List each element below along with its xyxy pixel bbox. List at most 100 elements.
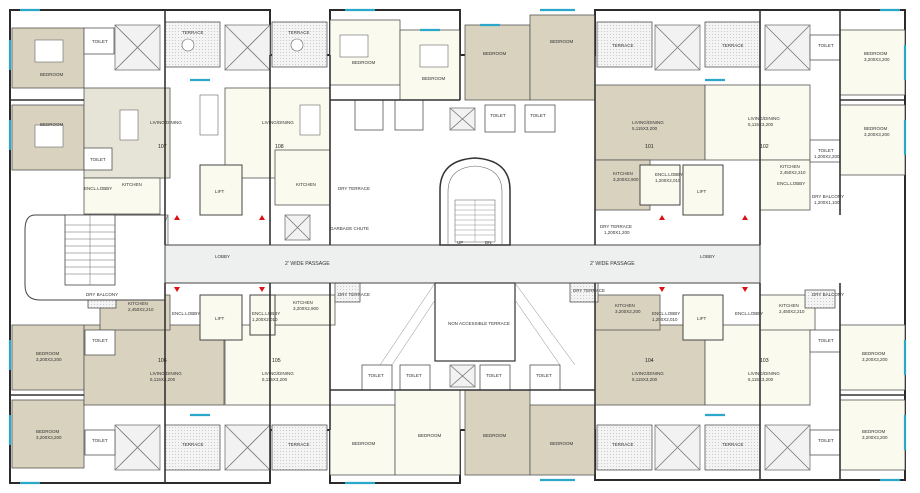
unit-number-103: 103 (760, 358, 769, 364)
toilet-label-10: TOILET (406, 373, 422, 378)
dry-balcony-label-2: DRY BALCONY (812, 292, 844, 297)
enc-lobby-label-7: ENCL.LOBBY (84, 186, 112, 191)
terrace-label-6: TERRACE (288, 442, 310, 447)
living-101 (594, 84, 706, 161)
bedroom-101a (464, 24, 531, 101)
lobby-label-left: LOBBY (215, 254, 230, 259)
terrace-label-2: TERRACE (288, 30, 310, 35)
toilet-label-6: TOILET (818, 148, 834, 153)
bedroom-104a (464, 389, 531, 476)
kitchen-size-103: 2,450X2,210 (779, 309, 805, 314)
passage-label-right: 2' WIDE PASSAGE (590, 261, 635, 267)
kitchen-107 (83, 177, 161, 215)
bedroom-label-105a: BEDROOM (352, 441, 376, 446)
living-label-102: LIVING/DINING (748, 116, 780, 121)
kitchen-size-105: 3,200X2,900 (293, 306, 319, 311)
living-size-102: 5,115X3,200 (748, 122, 774, 127)
bedroom-label-107a: BEDROOM (40, 72, 64, 77)
kitchen-label-103: KITCHEN (779, 303, 799, 308)
text-layer: 107 108 101 102 106 105 104 103 2' WIDE … (36, 30, 890, 447)
living-size-101: 5,115X3,200 (632, 126, 658, 131)
enc-lobby-label-3: ENCL.LOBBY (252, 311, 280, 316)
bedroom-label-106a: BEDROOM (36, 351, 60, 356)
toilet-size-6: 1,200X2,200 (814, 154, 840, 159)
bedroom-105b (394, 389, 461, 476)
toilet-label-8: TOILET (92, 438, 108, 443)
living-label-106: LIVING/DINING (150, 371, 182, 376)
bedroom-size-102a: 3,200X3,200 (864, 57, 890, 62)
unit-number-108: 108 (275, 144, 284, 150)
enc-lobby-size-1: 1,200X2,010 (655, 178, 681, 183)
dry-terrace-label-4: DRY TERRACE (573, 288, 605, 293)
bedroom-label-101a: BEDROOM (483, 51, 507, 56)
terrace-label-4: TERRACE (722, 43, 744, 48)
kitchen-105 (274, 294, 336, 326)
kitchen-label-102: KITCHEN (780, 164, 800, 169)
toilet-label-12: TOILET (536, 373, 552, 378)
kitchen-size-101: 3,200X2,900 (613, 177, 639, 182)
bedroom-102b (839, 104, 906, 176)
dry-terrace-label-3: DRY TERRACE (338, 292, 370, 297)
living-size-106: 5,115X3,200 (150, 377, 176, 382)
bedroom-label-102b: BEDROOM (864, 126, 888, 131)
bedroom-label-108a: BEDROOM (352, 60, 376, 65)
left-stair (65, 215, 115, 285)
living-size-105: 5,115X3,200 (262, 377, 288, 382)
bedroom-101b (529, 14, 596, 101)
terrace-label-5: TERRACE (182, 442, 204, 447)
enc-lobby-label-6: ENCL.LOBBY (735, 311, 763, 316)
lift-label-3: LIFT (215, 316, 225, 321)
lobby-label-right: LOBBY (700, 254, 715, 259)
enc-lobby-label-5: ENCL.LOBBY (652, 311, 680, 316)
non-accessible-terrace (379, 282, 576, 366)
toilet-label-1: TOILET (92, 39, 108, 44)
terrace-label-3: TERRACE (612, 43, 634, 48)
corridor (24, 214, 761, 301)
bedroom-label-108b: BEDROOM (422, 76, 446, 81)
unit-number-102: 102 (760, 144, 769, 150)
bedroom-label-104b: BEDROOM (550, 441, 574, 446)
kitchen-label-106: KITCHEN (128, 301, 148, 306)
bedroom-label-103b: BEDROOM (862, 429, 886, 434)
bedroom-label-102a: BEDROOM (864, 51, 888, 56)
enc-lobby-label-1: ENCL.LOBBY (655, 172, 683, 177)
kitchen-size-106: 2,450X2,210 (128, 307, 154, 312)
toilet-label-13: TOILET (818, 338, 834, 343)
kitchen-108 (274, 149, 331, 206)
toilet-label-7: TOILET (92, 338, 108, 343)
living-size-104: 5,115X3,200 (632, 377, 658, 382)
lift-label-4: LIFT (697, 316, 707, 321)
passage-label-left: 2' WIDE PASSAGE (285, 261, 330, 267)
toilet-label-4: TOILET (530, 113, 546, 118)
living-size-103: 5,115X3,200 (748, 377, 774, 382)
unit-number-104: 104 (645, 358, 654, 364)
kitchen-label-107: KITCHEN (122, 182, 142, 187)
kitchen-size-102: 2,450X2,210 (780, 170, 806, 175)
living-label-105: LIVING/DINING (262, 371, 294, 376)
living-label-107: LIVING/DINING (150, 120, 182, 125)
toilet-label-3: TOILET (490, 113, 506, 118)
unit-number-106: 106 (158, 358, 167, 364)
toilet-label-5: TOILET (818, 43, 834, 48)
dry-balcony-label-1: DRY BALCONY (812, 194, 844, 199)
enc-lobby-label-2: ENCL.LOBBY (777, 181, 805, 186)
living-label-103: LIVING/DINING (748, 371, 780, 376)
kitchen-label-105: KITCHEN (293, 300, 313, 305)
toilet-107b (83, 147, 113, 171)
toilet-107a (83, 27, 115, 55)
bedroom-size-103b: 3,200X3,200 (862, 435, 888, 440)
dry-balcony-label-3: DRY BALCONY (86, 292, 118, 297)
bedroom-size-103a: 3,200X3,200 (862, 357, 888, 362)
terrace-label-7: TERRACE (612, 442, 634, 447)
toilet-label-11: TOILET (486, 373, 502, 378)
bedroom-106a (11, 324, 85, 391)
kitchen-label-104: KITCHEN (615, 303, 635, 308)
garbage-chute-label: GARBAGE CHUTE (330, 226, 369, 231)
kitchen-label-108: KITCHEN (296, 182, 316, 187)
toilet-label-2: TOILET (90, 157, 106, 162)
central-staircase (439, 157, 511, 246)
unit-number-107: 107 (158, 144, 167, 150)
bedroom-102a (839, 29, 906, 96)
bedroom-size-106a: 3,200X3,200 (36, 357, 62, 362)
